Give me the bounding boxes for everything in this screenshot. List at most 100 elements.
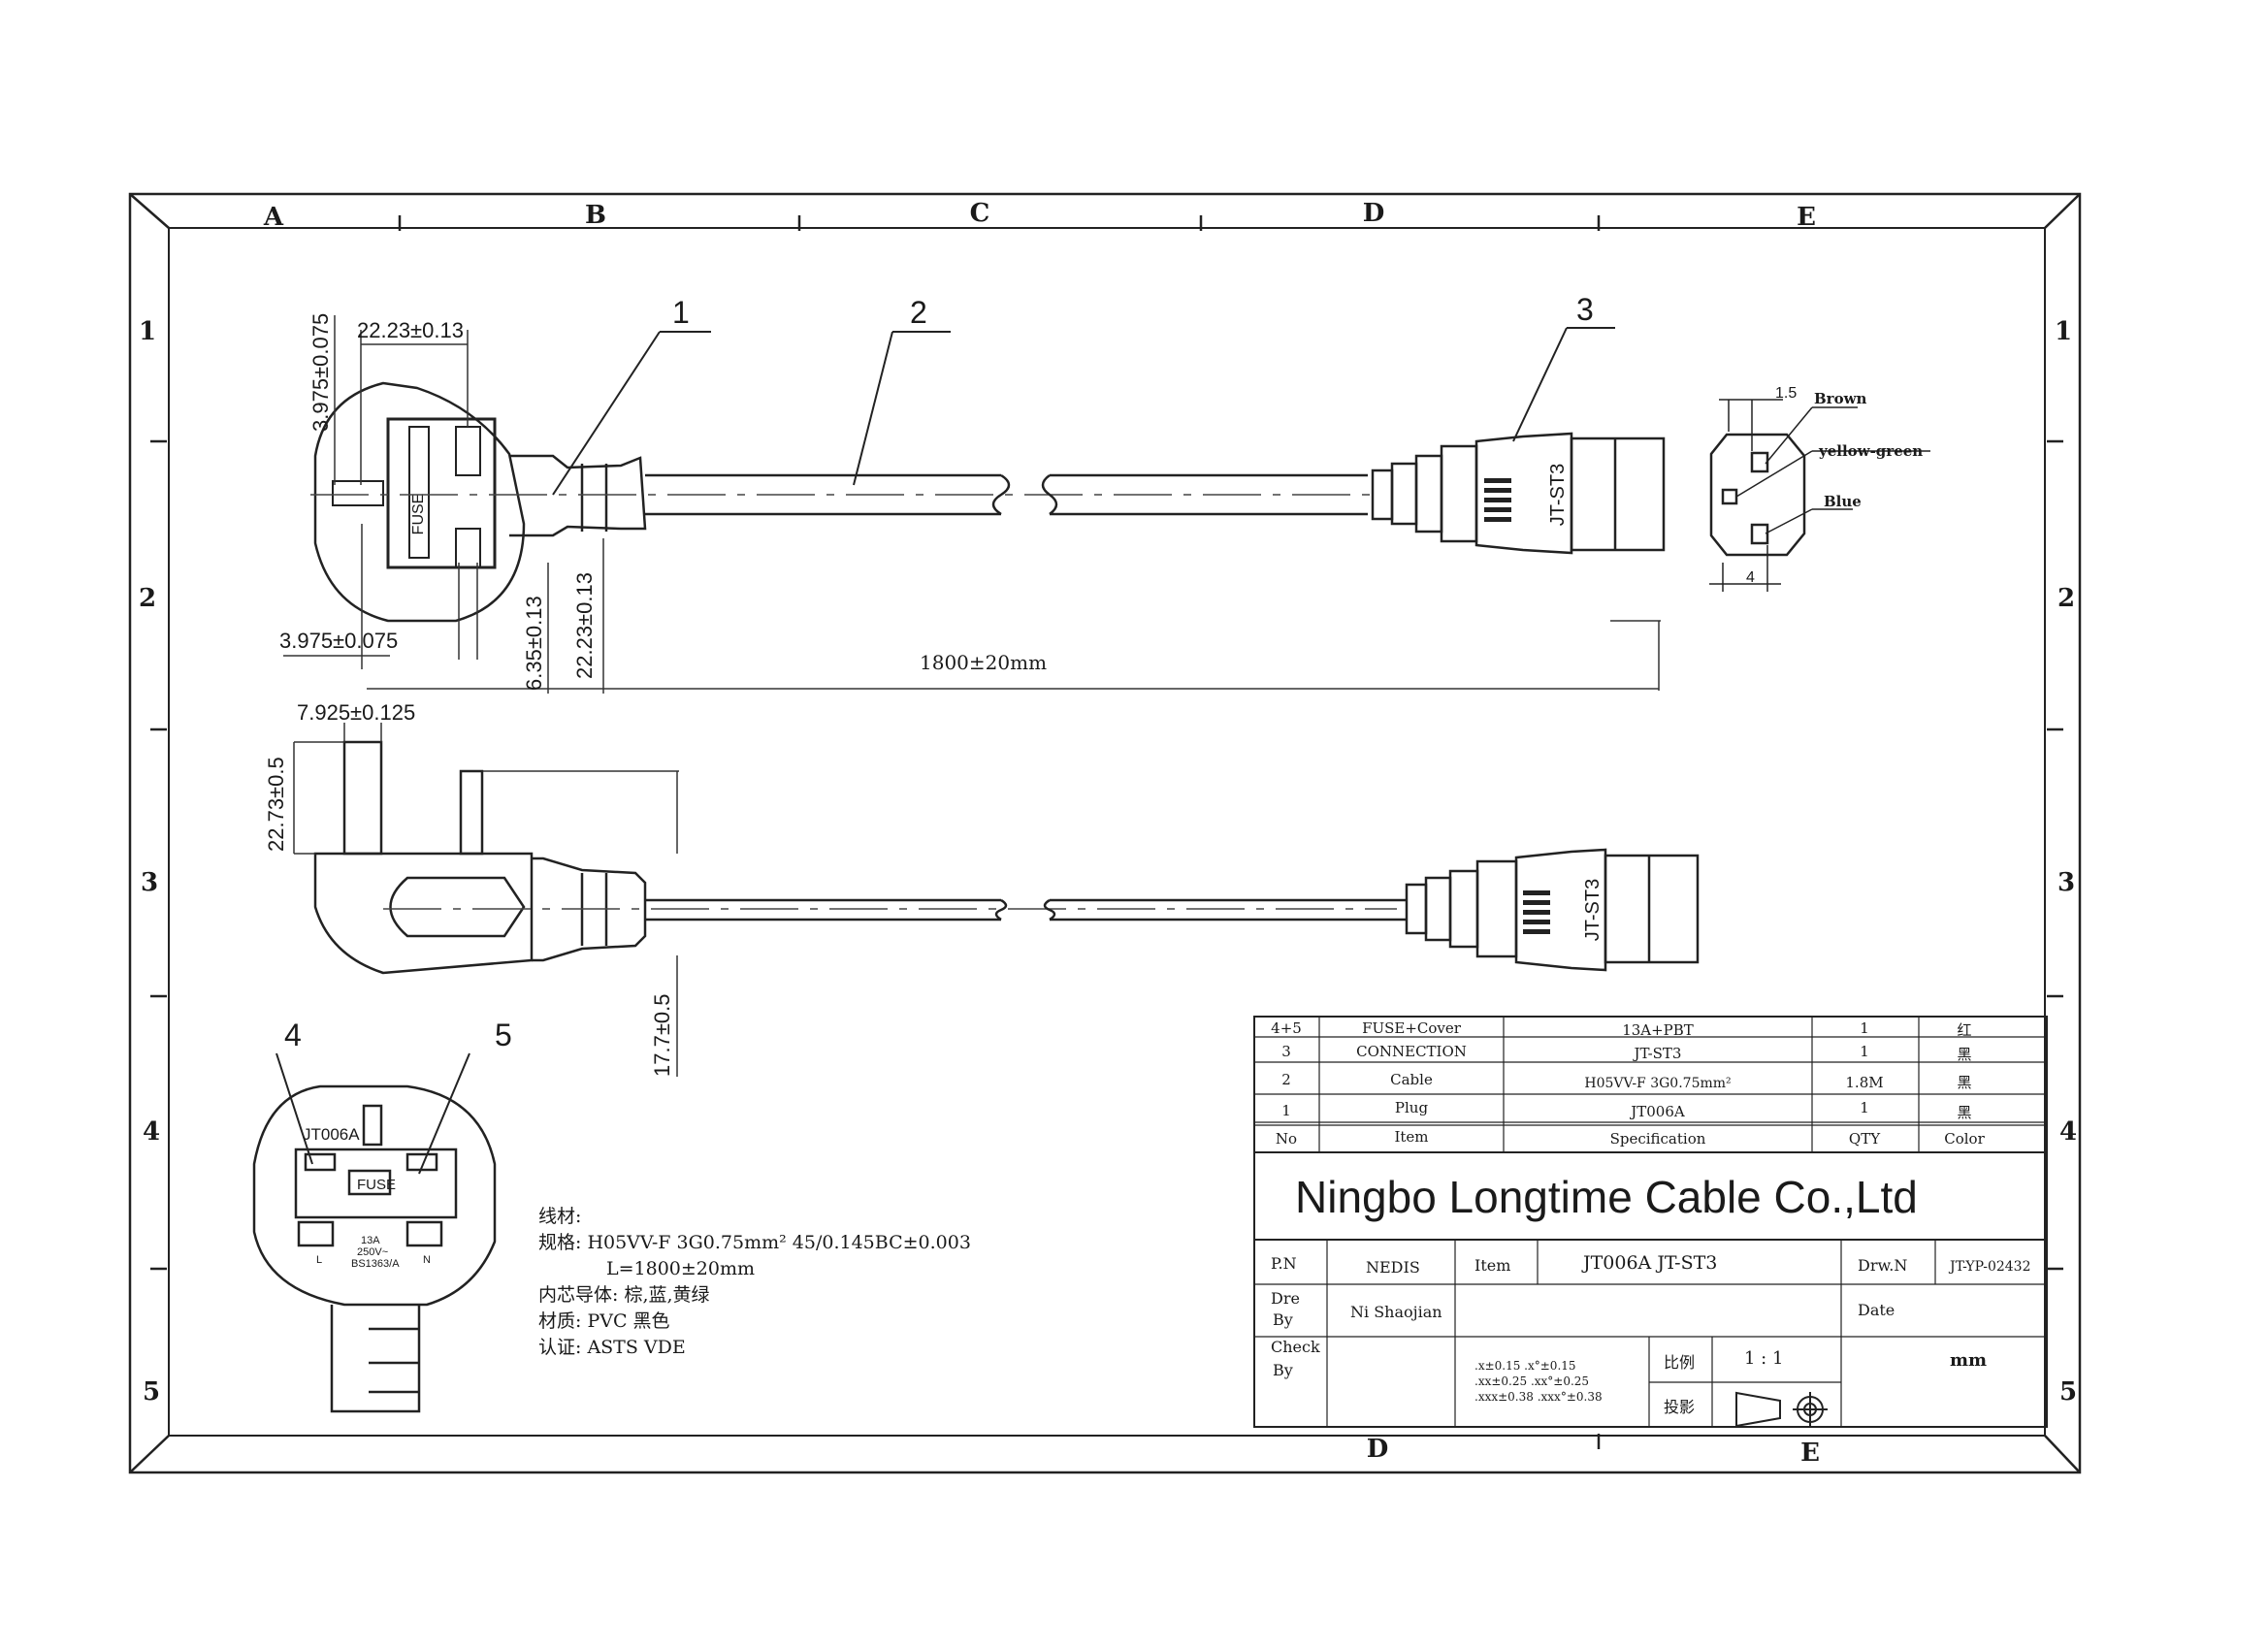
zone-col-e: E: [1797, 203, 1816, 232]
bom-row-4-spec: 13A+PBT: [1622, 1021, 1694, 1039]
dim-pin-width-vertical: 3.975±0.075: [308, 313, 333, 432]
connector-label-top: JT-ST3: [1547, 464, 1569, 526]
item-label: Item: [1474, 1256, 1510, 1275]
socket-pin-gap-dim: 1.5: [1775, 385, 1797, 402]
zone-col-b: B: [585, 201, 606, 230]
date-label: Date: [1858, 1301, 1895, 1319]
pn-value: NEDIS: [1366, 1258, 1420, 1277]
bom-row-4-color: 红: [1957, 1021, 1971, 1039]
plug-terminal-n: N: [423, 1254, 431, 1266]
bom-header-color: Color: [1944, 1130, 1985, 1148]
drw-label: Drw.N: [1858, 1256, 1907, 1275]
zone-row-3-left: 3: [141, 868, 158, 897]
note-line-1: 线材:: [538, 1206, 581, 1227]
plug-side-view: [313, 740, 647, 975]
projection-label: 投影: [1664, 1398, 1695, 1416]
callout-numbers: 1 2 3 4 5: [284, 292, 1594, 1052]
callout-5: 5: [495, 1018, 512, 1052]
note-line-5: 材质: PVC 黑色: [538, 1310, 670, 1332]
bom-row-3-color: 黑: [1957, 1046, 1971, 1063]
dim-pin-width-horizontal: 3.975±0.075: [279, 629, 398, 653]
wire-blue-label: Blue: [1824, 493, 1862, 510]
connector-side-view: [1405, 848, 1700, 972]
check-label-2: By: [1273, 1361, 1293, 1379]
plug-rating-line-2: 250V~: [357, 1246, 388, 1258]
side-view-dimensions: 7.925±0.125 22.73±0.5 17.7±0.5: [264, 700, 674, 1077]
drawn-value: Ni Shaojian: [1350, 1303, 1442, 1321]
side-view-dimension-lines: [293, 723, 679, 1077]
bom-row-2-spec: H05VV-F 3G0.75mm²: [1584, 1076, 1731, 1091]
c13-socket-face: [1709, 399, 1930, 592]
note-line-4: 内芯导体: 棕,蓝,黄绿: [538, 1284, 710, 1306]
scale-value: 1 : 1: [1744, 1348, 1783, 1369]
drawn-label-2: By: [1273, 1310, 1293, 1329]
plug-face-markings: JT006A FUSE 13A 250V~ BS1363/A L N: [303, 1125, 431, 1270]
bom-header-no: No: [1276, 1130, 1297, 1148]
check-label-1: Check: [1271, 1338, 1320, 1356]
dim-pin-pitch-top: 22.23±0.13: [357, 318, 464, 342]
bom-row-2-no: 2: [1281, 1071, 1291, 1088]
unit-value: mm: [1950, 1350, 1987, 1371]
bom-row-3-spec: JT-ST3: [1633, 1045, 1682, 1062]
bom-row-2-qty: 1.8M: [1845, 1074, 1883, 1091]
callout-1: 1: [672, 295, 690, 330]
socket-dims: 1.5 4: [1746, 385, 1797, 586]
company-name: Ningbo Longtime Cable Co.,Ltd: [1295, 1172, 1918, 1222]
pn-label: P.N: [1271, 1254, 1297, 1273]
zone-row-5-right: 5: [2059, 1377, 2077, 1406]
bom-row-1-color: 黑: [1957, 1104, 1971, 1121]
plug-model-label: JT006A: [303, 1125, 360, 1144]
dim-pin-length: 17.7±0.5: [650, 994, 674, 1077]
cable-top-view: [645, 473, 1368, 516]
plug-fuse-label: FUSE: [357, 1177, 396, 1193]
top-view-dimensions: 22.23±0.13 3.975±0.075 3.975±0.075 6.35±…: [279, 313, 1047, 691]
bom-row-1-no: 1: [1281, 1102, 1291, 1119]
bom-header-item: Item: [1394, 1128, 1428, 1146]
zone-row-2-left: 2: [139, 584, 156, 613]
note-line-2: 规格: H05VV-F 3G0.75mm² 45/0.145BC±0.003: [538, 1232, 971, 1253]
title-block-grid: [1253, 1151, 2048, 1428]
tolerance-3: .xxx±0.38 .xxx°±0.38: [1474, 1390, 1603, 1404]
zone-col-e-bottom: E: [1800, 1439, 1820, 1468]
bom-row-1-qty: 1: [1860, 1099, 1869, 1116]
connector-label-side: JT-ST3: [1582, 879, 1604, 941]
tolerance-1: .x±0.15 .x°±0.15: [1474, 1359, 1576, 1373]
drw-value: JT-YP-02432: [1948, 1259, 2031, 1275]
note-line-3: L=1800±20mm: [606, 1258, 755, 1279]
bom-row-3-item: CONNECTION: [1356, 1043, 1467, 1060]
zone-col-a: A: [263, 203, 284, 232]
zone-col-d-bottom: D: [1367, 1435, 1389, 1464]
bom-table-text: 4+5 FUSE+Cover 13A+PBT 1 红 3 CONNECTION …: [1271, 1019, 1985, 1148]
socket-pin-spacing-dim: 4: [1746, 569, 1755, 586]
zone-row-4-right: 4: [2059, 1117, 2077, 1147]
item-value: JT006A JT-ST3: [1581, 1252, 1717, 1274]
connector-grip-top: [1484, 478, 1511, 522]
dim-earth-pin-width: 7.925±0.125: [297, 700, 415, 725]
top-view-dimension-lines: [283, 315, 1661, 694]
drawn-label-1: Dre: [1271, 1289, 1300, 1308]
plug-rating-line-3: BS1363/A: [351, 1258, 400, 1270]
bom-row-4-no: 4+5: [1271, 1019, 1302, 1037]
plug-rating-line-1: 13A: [361, 1235, 380, 1246]
bom-header-spec: Specification: [1610, 1130, 1706, 1148]
dim-pin-pitch-side: 22.23±0.13: [572, 572, 597, 679]
tolerance-2: .xx±0.25 .xx°±0.25: [1474, 1374, 1589, 1388]
zone-labels: A B C D E D E 1 2 3 4 5 1 2 3 4 5: [139, 199, 2077, 1468]
dim-earth-pin-length: 22.73±0.5: [264, 757, 288, 852]
projection-symbol: [1735, 1391, 1828, 1428]
callout-4: 4: [284, 1018, 302, 1052]
bom-row-4-qty: 1: [1860, 1019, 1869, 1037]
note-line-6: 认证: ASTS VDE: [538, 1337, 686, 1358]
plug-terminal-l: L: [316, 1254, 322, 1266]
zone-row-4-left: 4: [143, 1117, 160, 1147]
dim-cable-length: 1800±20mm: [920, 651, 1047, 674]
zone-row-3-right: 3: [2057, 868, 2075, 897]
wire-brown-label: Brown: [1814, 390, 1866, 407]
bom-row-3-no: 3: [1281, 1043, 1291, 1060]
cable-spec-notes: 线材: 规格: H05VV-F 3G0.75mm² 45/0.145BC±0.0…: [538, 1206, 971, 1358]
zone-row-2-right: 2: [2057, 584, 2075, 613]
fuse-label-top: FUSE: [410, 494, 427, 535]
cable-side-view: [645, 898, 1407, 922]
plug-top-view: [313, 381, 647, 623]
bom-row-4-item: FUSE+Cover: [1362, 1019, 1462, 1037]
